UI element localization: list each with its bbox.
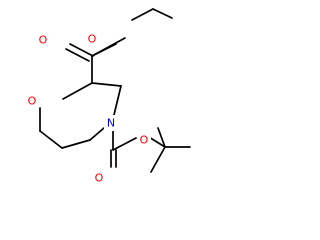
atom-labels: O O O N O O xyxy=(25,30,151,186)
bond-ethyl-ch3 xyxy=(152,8,173,19)
bond-boc-c-o-single xyxy=(112,137,137,151)
atom-o-ring: O xyxy=(25,92,39,108)
bond-ester-c-o-double-2 xyxy=(65,48,90,62)
bond-tbu-methyl-top xyxy=(157,127,166,148)
bond-ring-c2-o1 xyxy=(62,82,93,100)
atom-n-ring-label: N xyxy=(107,117,115,130)
atom-n-ring: N xyxy=(104,115,118,131)
bond-carbonyl-c-o-ester xyxy=(91,37,126,57)
bond-tbu-methyl-bottom xyxy=(150,146,166,173)
bond-ethyl-ch2-o xyxy=(131,8,154,21)
atom-o-boc: O xyxy=(137,132,151,148)
bond-ring-n4-c3 xyxy=(112,85,122,120)
structure-canvas: O O O N O O xyxy=(25,8,191,186)
bond-ring-c7-c6 xyxy=(39,130,63,149)
atom-o-boc-label: O xyxy=(140,134,149,147)
molecule-diagram: O O O N O O xyxy=(25,8,191,186)
bond-ester-c-o-double-1 xyxy=(69,43,94,57)
atom-o-ester-label: O xyxy=(88,33,97,46)
atom-o-ester: O xyxy=(85,30,99,46)
bond-ring-c5-n4 xyxy=(89,127,105,141)
atom-o-carbonyl-boc: O xyxy=(92,170,106,186)
bond-ring-c3-c2 xyxy=(91,82,122,87)
bonds xyxy=(39,8,191,173)
atom-o-carbonyl-ester: O xyxy=(36,33,50,49)
atom-o-carbonyl-boc-label: O xyxy=(95,172,104,185)
atom-o-ring-label: O xyxy=(28,95,37,108)
atom-o-carbonyl-ester-label: O xyxy=(39,34,48,47)
bond-ring-c6-c5 xyxy=(61,139,91,149)
